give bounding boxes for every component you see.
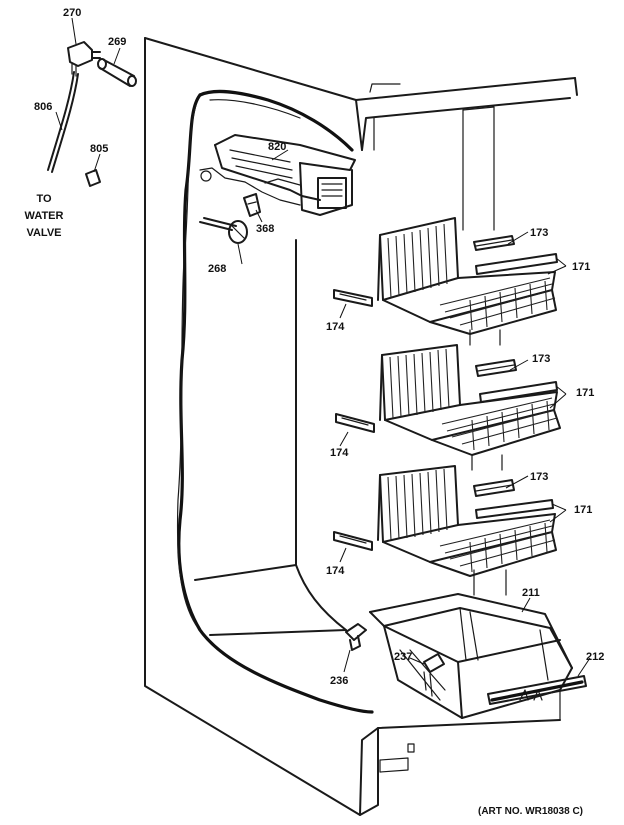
- strip-212: [487, 675, 587, 705]
- rail-171-bottom: [475, 499, 554, 519]
- guide-173-top: [473, 235, 515, 251]
- label-174-top: 174: [326, 321, 345, 333]
- art-number: (ART NO. WR18038 C): [478, 806, 583, 817]
- slide-174-top: [333, 289, 373, 307]
- water-tube-806: [47, 71, 79, 173]
- label-368: 368: [256, 223, 274, 235]
- label-174-middle: 174: [330, 447, 349, 459]
- water-fitting-270: [67, 41, 101, 77]
- fill-cup-268: [199, 217, 248, 244]
- label-211: 211: [522, 587, 540, 599]
- water-valve-note: TO WATER VALVE: [25, 193, 64, 239]
- label-174-bottom: 174: [326, 565, 345, 577]
- bracket-236: [345, 623, 367, 651]
- label-236: 236: [330, 675, 348, 687]
- guide-173-bottom: [473, 479, 515, 497]
- label-173-middle: 173: [532, 353, 550, 365]
- freezer-liner: [176, 89, 561, 721]
- label-173-bottom: 173: [530, 471, 548, 483]
- wire-baskets: [377, 217, 561, 577]
- label-173-top: 173: [530, 227, 548, 239]
- label-268: 268: [208, 263, 226, 275]
- slide-174-middle: [335, 413, 375, 433]
- label-171-top: 171: [572, 261, 590, 273]
- label-212: 212: [586, 651, 604, 663]
- basket-171-middle: [379, 344, 561, 456]
- label-237: 237: [394, 651, 412, 663]
- ice-maker-assembly: [199, 134, 356, 216]
- label-270: 270: [63, 7, 81, 19]
- water-note-line2: WATER: [25, 210, 64, 222]
- auger-237: [423, 653, 445, 697]
- label-820: 820: [268, 141, 286, 153]
- clip-805: [85, 169, 101, 187]
- rail-171-middle: [479, 381, 558, 403]
- water-note-line1: TO: [36, 193, 52, 205]
- water-note-line3: VALVE: [26, 227, 61, 239]
- slides: [333, 235, 558, 551]
- bracket-368: [243, 193, 261, 217]
- cabinet-shell: [144, 37, 578, 816]
- leader-lines: [55, 17, 591, 677]
- basket-171-top: [377, 217, 557, 335]
- rail-171-top: [475, 253, 558, 275]
- label-269: 269: [108, 36, 126, 48]
- ice-bucket-211: [369, 593, 573, 719]
- label-806: 806: [34, 101, 52, 113]
- label-171-middle: 171: [576, 387, 594, 399]
- part-labels: 270 269 806 805 820 368 268 173 171 174 …: [34, 7, 604, 687]
- tube-269: [97, 58, 137, 87]
- label-171-bottom: 171: [574, 504, 592, 516]
- slide-174-bottom: [333, 531, 373, 551]
- label-805: 805: [90, 143, 108, 155]
- basket-171-bottom: [377, 465, 557, 577]
- guide-173-middle: [475, 359, 517, 377]
